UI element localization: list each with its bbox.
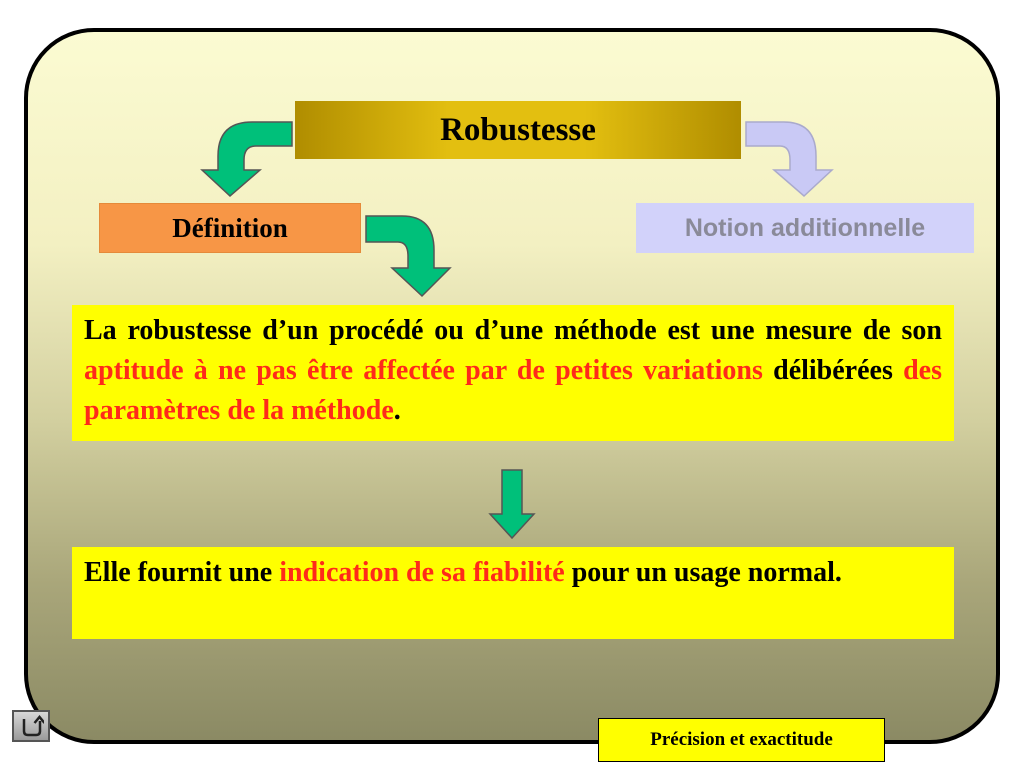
curved-arrow-right-icon — [745, 121, 834, 198]
definition-label: Définition — [172, 212, 288, 243]
precision-exactitude-link[interactable]: Précision et exactitude — [598, 718, 885, 762]
definition-emphasis: des paramètres de la méthode — [84, 355, 942, 426]
notion-additionnelle-button[interactable]: Notion additionnelle — [636, 203, 974, 253]
title-text: Robustesse — [440, 111, 596, 148]
footer-link-label: Précision et exactitude — [650, 729, 833, 750]
return-arrow-icon — [22, 715, 44, 737]
consequence-text-part: Elle fournit une — [84, 557, 280, 588]
definition-box: Définition — [99, 203, 361, 253]
definition-emphasis: aptitude à ne pas être affectée par de p… — [84, 355, 763, 386]
definition-text-part: . — [393, 395, 401, 426]
diagram-title: Robustesse — [295, 101, 741, 159]
consequence-text-box: Elle fournit une indication de sa fiabil… — [72, 547, 954, 639]
notion-label: Notion additionnelle — [684, 213, 926, 242]
definition-text-part: délibérées — [762, 355, 904, 386]
curved-arrow-left-icon — [200, 121, 293, 198]
down-arrow-icon — [488, 469, 536, 540]
back-button[interactable] — [12, 710, 50, 742]
consequence-text-part: pour un usage normal. — [564, 557, 842, 588]
curved-arrow-down-icon — [365, 215, 452, 298]
definition-text-part: La robustesse d’un procédé ou d’une méth… — [84, 315, 942, 346]
definition-text-box: La robustesse d’un procédé ou d’une méth… — [72, 305, 954, 441]
consequence-emphasis: indication de sa fiabilité — [279, 557, 565, 588]
